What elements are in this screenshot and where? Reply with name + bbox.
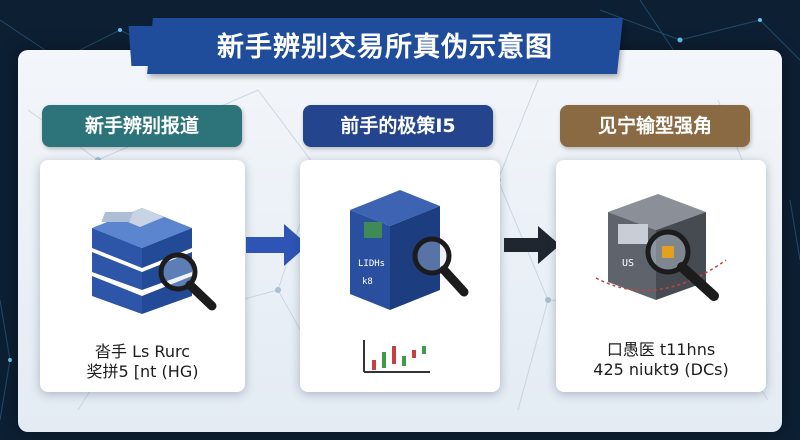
warning-chip-icon [662,246,674,258]
magnifier-icon [158,252,198,292]
mini-trading-chart-icon [363,340,430,373]
magnifier-icon [412,236,452,276]
stage-3-card: US 口愚医 t11hns 425 niukt9 (DCs) [556,160,766,392]
stage-1-caption-line-1: 沓手 Ls Rurc [95,342,190,361]
stage-2-label: 前手的极策I5 [303,105,493,147]
stage-1-card: 沓手 Ls Rurc 奖拼5 [nt (HG) [40,160,245,392]
server-cabinet-icon: LIDHs k8 [350,190,469,373]
stage-1-caption-line-2: 奖拼5 [nt (HG) [86,362,199,381]
server-label: US [622,258,634,269]
arrow-right-icon [504,226,560,264]
cabinet-label-2: k8 [362,277,373,287]
stage-2-card: LIDHs k8 [300,160,500,392]
cabinet-label-1: LIDHs [358,259,385,269]
stage-3-caption-line-1: 口愚医 t11hns [606,340,716,359]
diagram-title: 新手辨别交易所真伪示意图 [217,32,553,63]
stage-3-caption-line-2: 425 niukt9 (DCs) [593,360,729,379]
arrow-right-icon [246,224,308,266]
stage-3-label: 见宁输型强角 [560,105,750,147]
server-stack-icon [92,208,217,314]
inspected-server-icon: US [595,194,727,301]
stage-1-label: 新手辨别报道 [42,105,242,147]
